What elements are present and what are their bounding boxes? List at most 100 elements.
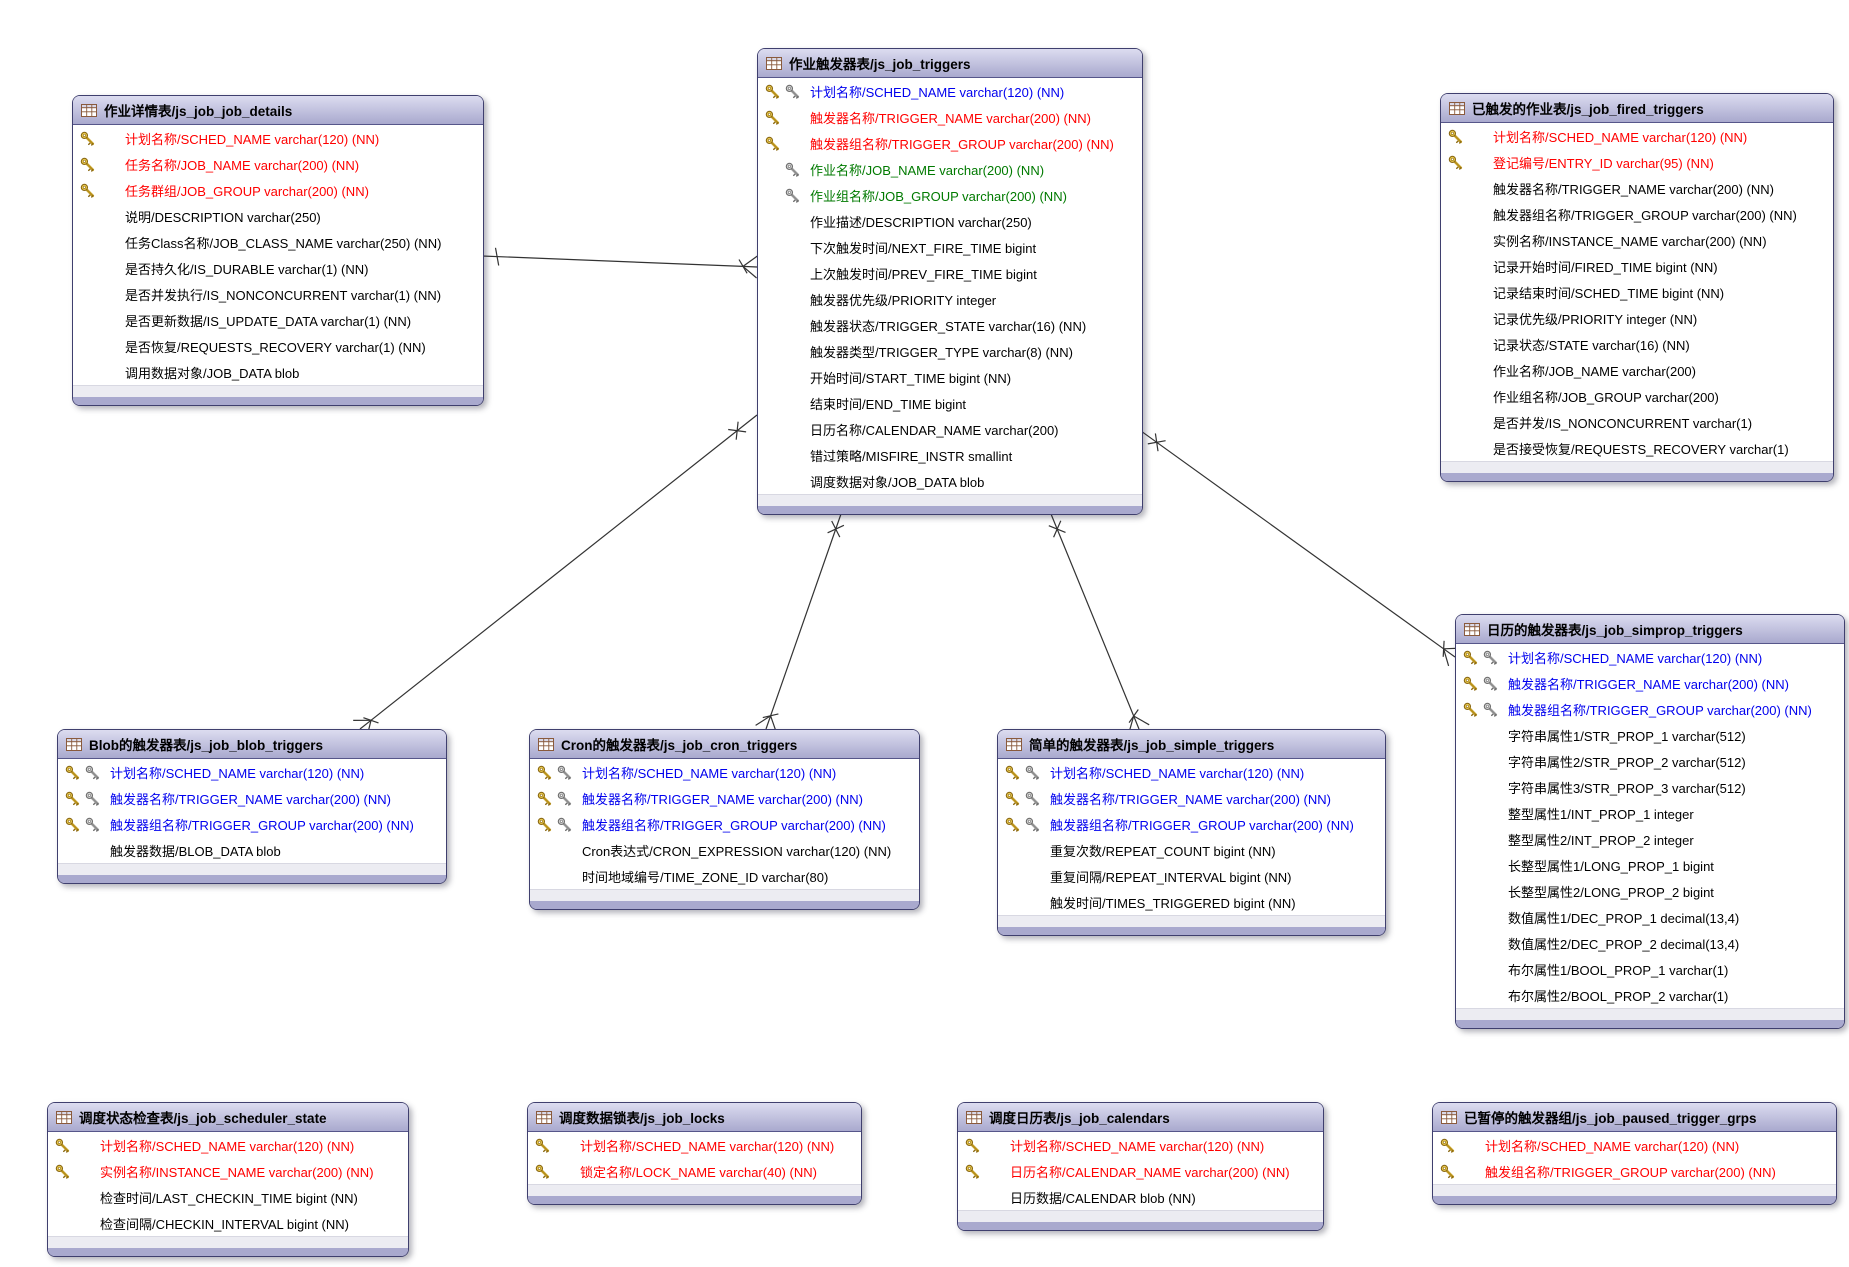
relationship-triggers-to-simple[interactable]: [1048, 513, 1150, 734]
field-row[interactable]: 重复间隔/REPEAT_INTERVAL bigint (NN): [998, 863, 1385, 889]
field-row[interactable]: 计划名称/SCHED_NAME varchar(120) (NN): [958, 1132, 1323, 1158]
table-header[interactable]: 调度数据锁表/js_job_locks: [528, 1103, 861, 1132]
field-row[interactable]: 触发组名称/TRIGGER_GROUP varchar(200) (NN): [1433, 1158, 1836, 1184]
field-row[interactable]: 长整型属性1/LONG_PROP_1 bigint: [1456, 852, 1844, 878]
field-row[interactable]: 说明/DESCRIPTION varchar(250): [73, 203, 483, 229]
field-row[interactable]: 调度数据对象/JOB_DATA blob: [758, 468, 1142, 494]
field-row[interactable]: 触发器状态/TRIGGER_STATE varchar(16) (NN): [758, 312, 1142, 338]
table-job_details[interactable]: 作业详情表/js_job_job_details 计划名称/SCHED_NAME…: [72, 95, 484, 406]
field-row[interactable]: 下次触发时间/NEXT_FIRE_TIME bigint: [758, 234, 1142, 260]
field-row[interactable]: 触发器名称/TRIGGER_NAME varchar(200) (NN): [530, 785, 919, 811]
field-row[interactable]: 数值属性2/DEC_PROP_2 decimal(13,4): [1456, 930, 1844, 956]
field-row[interactable]: 作业组名称/JOB_GROUP varchar(200): [1441, 383, 1833, 409]
field-row[interactable]: 登记编号/ENTRY_ID varchar(95) (NN): [1441, 149, 1833, 175]
table-header[interactable]: Cron的触发器表/js_job_cron_triggers: [530, 730, 919, 759]
field-row[interactable]: 触发器数据/BLOB_DATA blob: [58, 837, 446, 863]
field-row[interactable]: 触发器组名称/TRIGGER_GROUP varchar(200) (NN): [998, 811, 1385, 837]
field-row[interactable]: 记录开始时间/FIRED_TIME bigint (NN): [1441, 253, 1833, 279]
field-row[interactable]: 作业组名称/JOB_GROUP varchar(200) (NN): [758, 182, 1142, 208]
field-row[interactable]: 计划名称/SCHED_NAME varchar(120) (NN): [1441, 123, 1833, 149]
field-row[interactable]: 时间地域编号/TIME_ZONE_ID varchar(80): [530, 863, 919, 889]
field-row[interactable]: 开始时间/START_TIME bigint (NN): [758, 364, 1142, 390]
relationship-triggers-to-cron[interactable]: [755, 513, 845, 733]
field-row[interactable]: 触发器名称/TRIGGER_NAME varchar(200) (NN): [998, 785, 1385, 811]
table-header[interactable]: 已触发的作业表/js_job_fired_triggers: [1441, 94, 1833, 123]
field-row[interactable]: 是否接受恢复/REQUESTS_RECOVERY varchar(1): [1441, 435, 1833, 461]
field-row[interactable]: 实例名称/INSTANCE_NAME varchar(200) (NN): [48, 1158, 408, 1184]
field-row[interactable]: 字符串属性3/STR_PROP_3 varchar(512): [1456, 774, 1844, 800]
field-row[interactable]: 字符串属性2/STR_PROP_2 varchar(512): [1456, 748, 1844, 774]
field-row[interactable]: 计划名称/SCHED_NAME varchar(120) (NN): [73, 125, 483, 151]
table-header[interactable]: 已暂停的触发器组/js_job_paused_trigger_grps: [1433, 1103, 1836, 1132]
table-locks[interactable]: 调度数据锁表/js_job_locks 计划名称/SCHED_NAME varc…: [527, 1102, 862, 1205]
field-row[interactable]: 作业描述/DESCRIPTION varchar(250): [758, 208, 1142, 234]
field-row[interactable]: 记录优先级/PRIORITY integer (NN): [1441, 305, 1833, 331]
field-row[interactable]: Cron表达式/CRON_EXPRESSION varchar(120) (NN…: [530, 837, 919, 863]
table-header[interactable]: 调度状态检查表/js_job_scheduler_state: [48, 1103, 408, 1132]
field-row[interactable]: 触发器名称/TRIGGER_NAME varchar(200) (NN): [758, 104, 1142, 130]
field-row[interactable]: 计划名称/SCHED_NAME varchar(120) (NN): [998, 759, 1385, 785]
field-row[interactable]: 字符串属性1/STR_PROP_1 varchar(512): [1456, 722, 1844, 748]
table-header[interactable]: 日历的触发器表/js_job_simprop_triggers: [1456, 615, 1844, 644]
field-row[interactable]: 计划名称/SCHED_NAME varchar(120) (NN): [1433, 1132, 1836, 1158]
field-row[interactable]: 计划名称/SCHED_NAME varchar(120) (NN): [1456, 644, 1844, 670]
field-row[interactable]: 记录结束时间/SCHED_TIME bigint (NN): [1441, 279, 1833, 305]
relationship-details-to-triggers[interactable]: [481, 247, 758, 279]
field-row[interactable]: 整型属性2/INT_PROP_2 integer: [1456, 826, 1844, 852]
field-row[interactable]: 触发器组名称/TRIGGER_GROUP varchar(200) (NN): [758, 130, 1142, 156]
field-row[interactable]: 触发器名称/TRIGGER_NAME varchar(200) (NN): [58, 785, 446, 811]
relationship-triggers-to-simprop[interactable]: [1140, 430, 1462, 667]
field-row[interactable]: 检查间隔/CHECKIN_INTERVAL bigint (NN): [48, 1210, 408, 1236]
field-row[interactable]: 是否恢复/REQUESTS_RECOVERY varchar(1) (NN): [73, 333, 483, 359]
relationship-triggers-to-blob[interactable]: [353, 414, 758, 738]
table-triggers[interactable]: 作业触发器表/js_job_triggers 计划名称/SCHED_NAME v…: [757, 48, 1143, 515]
field-row[interactable]: 计划名称/SCHED_NAME varchar(120) (NN): [528, 1132, 861, 1158]
field-row[interactable]: 数值属性1/DEC_PROP_1 decimal(13,4): [1456, 904, 1844, 930]
field-row[interactable]: 任务群组/JOB_GROUP varchar(200) (NN): [73, 177, 483, 203]
field-row[interactable]: 触发器组名称/TRIGGER_GROUP varchar(200) (NN): [58, 811, 446, 837]
field-row[interactable]: 整型属性1/INT_PROP_1 integer: [1456, 800, 1844, 826]
field-row[interactable]: 计划名称/SCHED_NAME varchar(120) (NN): [58, 759, 446, 785]
field-row[interactable]: 是否并发/IS_NONCONCURRENT varchar(1): [1441, 409, 1833, 435]
table-paused_trigger_grps[interactable]: 已暂停的触发器组/js_job_paused_trigger_grps 计划名称…: [1432, 1102, 1837, 1205]
field-row[interactable]: 检查时间/LAST_CHECKIN_TIME bigint (NN): [48, 1184, 408, 1210]
field-row[interactable]: 触发器名称/TRIGGER_NAME varchar(200) (NN): [1456, 670, 1844, 696]
field-row[interactable]: 结束时间/END_TIME bigint: [758, 390, 1142, 416]
table-header[interactable]: 调度日历表/js_job_calendars: [958, 1103, 1323, 1132]
table-header[interactable]: 作业触发器表/js_job_triggers: [758, 49, 1142, 78]
table-simple_triggers[interactable]: 简单的触发器表/js_job_simple_triggers 计划名称/SCHE…: [997, 729, 1386, 936]
field-row[interactable]: 布尔属性1/BOOL_PROP_1 varchar(1): [1456, 956, 1844, 982]
field-row[interactable]: 布尔属性2/BOOL_PROP_2 varchar(1): [1456, 982, 1844, 1008]
table-fired_triggers[interactable]: 已触发的作业表/js_job_fired_triggers 计划名称/SCHED…: [1440, 93, 1834, 482]
field-row[interactable]: 日历名称/CALENDAR_NAME varchar(200) (NN): [958, 1158, 1323, 1184]
field-row[interactable]: 记录状态/STATE varchar(16) (NN): [1441, 331, 1833, 357]
table-cron_triggers[interactable]: Cron的触发器表/js_job_cron_triggers 计划名称/SCHE…: [529, 729, 920, 910]
field-row[interactable]: 是否持久化/IS_DURABLE varchar(1) (NN): [73, 255, 483, 281]
field-row[interactable]: 任务名称/JOB_NAME varchar(200) (NN): [73, 151, 483, 177]
table-calendars[interactable]: 调度日历表/js_job_calendars 计划名称/SCHED_NAME v…: [957, 1102, 1324, 1231]
table-scheduler_state[interactable]: 调度状态检查表/js_job_scheduler_state 计划名称/SCHE…: [47, 1102, 409, 1257]
field-row[interactable]: 长整型属性2/LONG_PROP_2 bigint: [1456, 878, 1844, 904]
field-row[interactable]: 触发器组名称/TRIGGER_GROUP varchar(200) (NN): [1441, 201, 1833, 227]
field-row[interactable]: 作业名称/JOB_NAME varchar(200): [1441, 357, 1833, 383]
field-row[interactable]: 错过策略/MISFIRE_INSTR smallint: [758, 442, 1142, 468]
field-row[interactable]: 计划名称/SCHED_NAME varchar(120) (NN): [758, 78, 1142, 104]
field-row[interactable]: 触发器类型/TRIGGER_TYPE varchar(8) (NN): [758, 338, 1142, 364]
field-row[interactable]: 计划名称/SCHED_NAME varchar(120) (NN): [530, 759, 919, 785]
table-header[interactable]: 作业详情表/js_job_job_details: [73, 96, 483, 125]
field-row[interactable]: 日历名称/CALENDAR_NAME varchar(200): [758, 416, 1142, 442]
field-row[interactable]: 触发时间/TIMES_TRIGGERED bigint (NN): [998, 889, 1385, 915]
field-row[interactable]: 触发器名称/TRIGGER_NAME varchar(200) (NN): [1441, 175, 1833, 201]
field-row[interactable]: 锁定名称/LOCK_NAME varchar(40) (NN): [528, 1158, 861, 1184]
field-row[interactable]: 重复次数/REPEAT_COUNT bigint (NN): [998, 837, 1385, 863]
field-row[interactable]: 实例名称/INSTANCE_NAME varchar(200) (NN): [1441, 227, 1833, 253]
field-row[interactable]: 是否并发执行/IS_NONCONCURRENT varchar(1) (NN): [73, 281, 483, 307]
field-row[interactable]: 作业名称/JOB_NAME varchar(200) (NN): [758, 156, 1142, 182]
field-row[interactable]: 日历数据/CALENDAR blob (NN): [958, 1184, 1323, 1210]
table-header[interactable]: Blob的触发器表/js_job_blob_triggers: [58, 730, 446, 759]
table-header[interactable]: 简单的触发器表/js_job_simple_triggers: [998, 730, 1385, 759]
table-blob_triggers[interactable]: Blob的触发器表/js_job_blob_triggers 计划名称/SCHE…: [57, 729, 447, 884]
field-row[interactable]: 任务Class名称/JOB_CLASS_NAME varchar(250) (N…: [73, 229, 483, 255]
field-row[interactable]: 调用数据对象/JOB_DATA blob: [73, 359, 483, 385]
field-row[interactable]: 上次触发时间/PREV_FIRE_TIME bigint: [758, 260, 1142, 286]
